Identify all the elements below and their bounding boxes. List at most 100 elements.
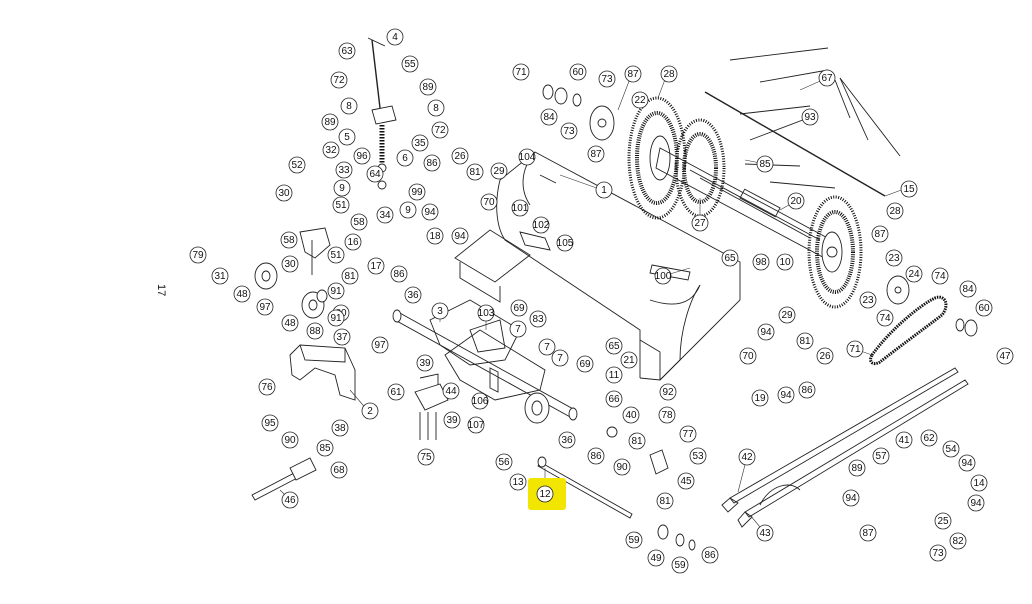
callout-102: 102 — [532, 216, 550, 234]
callout-15: 15 — [900, 180, 918, 198]
callout-circle — [353, 147, 371, 165]
callout-4: 4 — [386, 28, 404, 46]
callout-label: 101 — [512, 203, 529, 214]
callout-101: 101 — [511, 199, 529, 217]
callout-37: 37 — [333, 328, 351, 346]
callout-84: 84 — [540, 108, 558, 126]
callout-86: 86 — [390, 265, 408, 283]
callout-65: 65 — [605, 337, 623, 355]
callout-circle — [281, 491, 299, 509]
callout-2: 2 — [361, 402, 379, 420]
callout-label: 8 — [433, 103, 439, 114]
callout-circle — [211, 267, 229, 285]
callout-label: 71 — [849, 344, 861, 355]
callout-label: 90 — [284, 435, 296, 446]
callout-92: 92 — [659, 383, 677, 401]
callout-22: 22 — [631, 91, 649, 109]
callout-label: 73 — [932, 548, 944, 559]
callout-label: 64 — [369, 169, 381, 180]
callout-25: 25 — [934, 512, 952, 530]
callout-label: 42 — [741, 452, 753, 463]
callout-label: 91 — [330, 286, 342, 297]
callout-circle — [622, 406, 640, 424]
callout-label: 74 — [934, 271, 946, 282]
callout-label: 99 — [411, 187, 423, 198]
callout-circle — [701, 546, 719, 564]
callout-circle — [929, 544, 947, 562]
callout-circle — [322, 141, 340, 159]
callout-label: 4 — [392, 32, 398, 43]
callout-90: 90 — [613, 458, 631, 476]
callout-circle — [423, 154, 441, 172]
callout-87: 87 — [871, 225, 889, 243]
callout-circle — [576, 355, 594, 373]
callout-30: 30 — [281, 255, 299, 273]
callout-circle — [556, 234, 574, 252]
callout-label: 48 — [284, 318, 296, 329]
callout-35: 35 — [411, 134, 429, 152]
callout-71: 71 — [512, 63, 530, 81]
callout-99: 99 — [408, 183, 426, 201]
callout-label: 10 — [779, 257, 791, 268]
callout-82: 82 — [949, 532, 967, 550]
callout-11: 11 — [605, 366, 623, 384]
callout-16: 16 — [344, 233, 362, 251]
callout-circle — [451, 227, 469, 245]
callout-55: 55 — [401, 55, 419, 73]
callout-label: 72 — [333, 75, 345, 86]
callout-circle — [411, 134, 429, 152]
callout-label: 85 — [319, 443, 331, 454]
callout-circle — [931, 267, 949, 285]
callout-circle — [330, 461, 348, 479]
callout-20: 20 — [787, 192, 805, 210]
callout-81: 81 — [341, 267, 359, 285]
callout-label: 52 — [291, 160, 303, 171]
callout-89: 89 — [321, 113, 339, 131]
callout-label: 39 — [446, 415, 458, 426]
callout-circle — [344, 233, 362, 251]
callout-39: 39 — [443, 411, 461, 429]
callout-circle — [551, 349, 569, 367]
handle-tubes — [721, 367, 969, 528]
callout-circle — [386, 28, 404, 46]
callout-85: 85 — [756, 155, 774, 173]
callout-circle — [316, 439, 334, 457]
callout-33: 33 — [335, 161, 353, 179]
callout-circle — [509, 473, 527, 491]
callout-84: 84 — [959, 280, 977, 298]
callout-73: 73 — [929, 544, 947, 562]
callout-label: 55 — [404, 59, 416, 70]
callout-label: 100 — [655, 271, 672, 282]
callout-label: 97 — [374, 340, 386, 351]
callout-label: 67 — [821, 73, 833, 84]
callout-79: 79 — [189, 246, 207, 264]
callout-circle — [848, 459, 866, 477]
callout-circle — [872, 447, 890, 465]
bracket-2 — [289, 344, 356, 401]
callout-73: 73 — [598, 70, 616, 88]
callout-label: 91 — [330, 313, 342, 324]
callout-94: 94 — [967, 494, 985, 512]
callout-circle — [949, 532, 967, 550]
callout-8: 8 — [427, 99, 445, 117]
callout-label: 94 — [760, 327, 772, 338]
callout-86: 86 — [587, 447, 605, 465]
callout-circle — [431, 121, 449, 139]
callout-circle — [756, 155, 774, 173]
callout-label: 94 — [424, 207, 436, 218]
callout-circle — [631, 91, 649, 109]
callout-23: 23 — [885, 249, 903, 267]
leader-lines — [279, 73, 905, 534]
callout-67: 67 — [818, 69, 836, 87]
callout-circle — [416, 354, 434, 372]
callout-circle — [886, 202, 904, 220]
callout-56: 56 — [495, 453, 513, 471]
callout-circle — [332, 196, 350, 214]
callout-38: 38 — [331, 419, 349, 437]
callout-label: 3 — [437, 306, 443, 317]
caster-bracket — [299, 227, 331, 275]
callout-circle — [509, 320, 527, 338]
callout-7: 7 — [551, 349, 569, 367]
callout-circle — [306, 322, 324, 340]
callout-circle — [408, 183, 426, 201]
